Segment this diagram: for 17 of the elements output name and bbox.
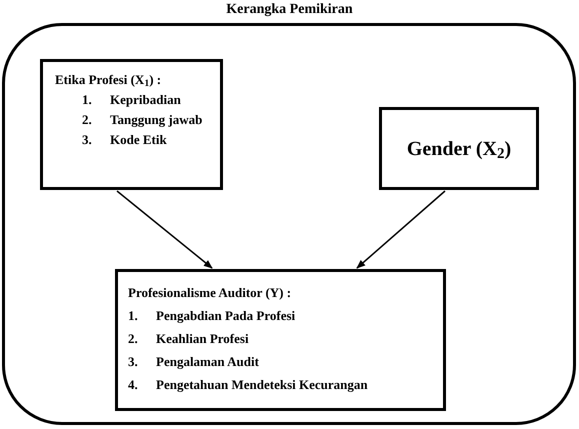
list-item: 2. Tanggung jawab [82, 111, 204, 129]
list-item: 4. Pengetahuan Mendeteksi Kecurangan [128, 376, 369, 394]
variable-label: Gender (X$_{2}$) [406, 136, 512, 164]
variable-box [115, 269, 446, 411]
diagram-title: Kerangka Pemikiran [225, 2, 354, 18]
variable-box [379, 107, 539, 190]
arrow [116, 190, 213, 269]
list-item: 2. Keahlian Profesi [128, 330, 250, 348]
frame-box [2, 23, 576, 425]
heading-text: Profesionalisme Auditor (Y) : [128, 284, 292, 302]
arrow [356, 190, 446, 269]
list-item: 1. Pengabdian Pada Profesi [128, 307, 296, 325]
list-item: 3. Pengalaman Audit [128, 353, 260, 371]
heading-text: Etika Profesi (X$_{1}$) : [55, 71, 162, 90]
list-item: 1. Kepribadian [82, 91, 182, 109]
list-item: 3. Kode Etik [82, 131, 168, 149]
variable-box [40, 59, 223, 190]
